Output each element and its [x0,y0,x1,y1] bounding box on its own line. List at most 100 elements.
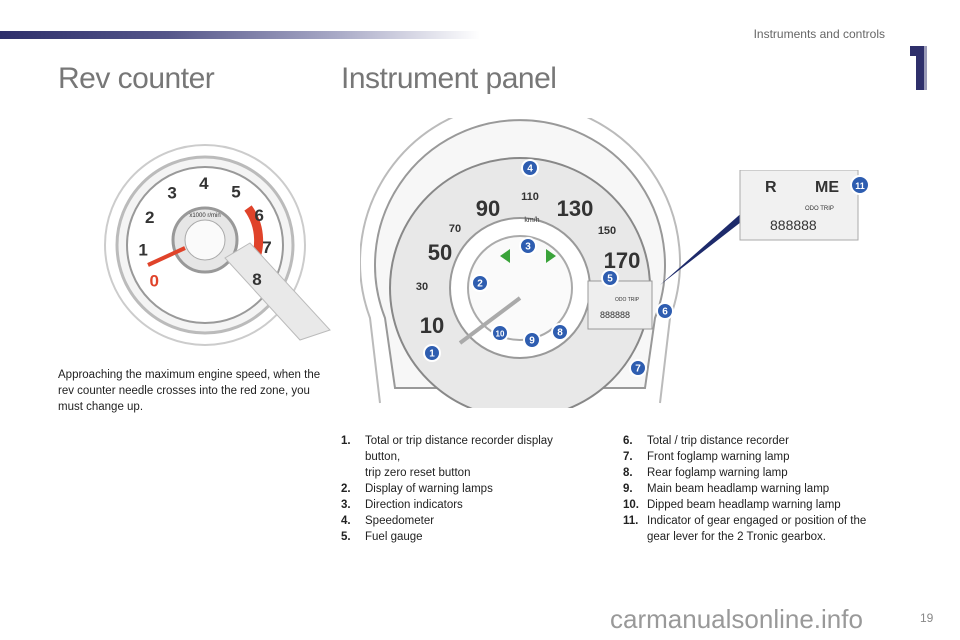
legend-item: 2. Display of warning lamps [341,481,601,497]
speed-unit: km/h [524,217,539,224]
speed-tick-label: 130 [557,196,594,221]
legend-text: Main beam headlamp warning lamp [647,481,829,497]
callout-marker [551,323,569,341]
page-number: 19 [920,611,934,625]
legend-item: 1. Total or trip distance recorder displa… [341,433,601,481]
speed-tick-label: 150 [598,225,616,237]
callout-marker [521,159,539,177]
callout-10: 10 [496,330,505,339]
inset-digits: 888888 [770,217,817,233]
legend-item: 10. Dipped beam headlamp warning lamp [623,497,913,513]
speed-tick-label: 10 [420,313,444,338]
legend-number: 11. [623,515,639,527]
callout-4: 4 [527,164,533,175]
gear-display-inset: R ME ODO TRIP 888888 11 [660,170,870,285]
chapter-number-badge [910,46,927,90]
legend-number: 10. [623,499,639,511]
rev-counter-title: Rev counter [58,62,215,95]
legend-item: 4. Speedometer [341,513,601,529]
legend-left: 1. Total or trip distance recorder displa… [341,433,601,545]
legend-number: 8. [623,467,633,479]
header-gradient-bar [0,31,480,39]
rev-counter-description: Approaching the maximum engine speed, wh… [58,369,321,413]
legend-number: 4. [341,515,351,527]
legend-line: Speedometer [365,515,435,527]
rev-dial-number: 7 [262,238,271,257]
inset-odo-trip: ODO TRIP [805,206,834,212]
legend-number: 9. [623,483,633,495]
legend-number: 7. [623,451,633,463]
legend-text: Front foglamp warning lamp [647,449,790,465]
callout-marker [471,274,489,292]
legend-right: 6.Total / trip distance recorder 7. Front … [623,433,913,545]
legend-number: 2. [341,483,351,495]
callout-5: 5 [607,274,613,285]
speed-tick-label: 30 [416,281,428,293]
callout-marker [519,237,537,255]
legend-item: 3.Direction indicators [341,497,601,513]
legend-text: Total / trip distance recorder [647,433,789,449]
legend-text: Fuel gauge [365,529,423,545]
rev-dial-number: 5 [231,182,240,201]
rev-dial-number: 2 [145,208,154,227]
legend-item: 6.Total / trip distance recorder [623,433,913,449]
legend-text: Dipped beam headlamp warning lamp [647,497,841,513]
instrument-panel-title: Instrument panel [341,62,557,95]
speed-tick-label: 110 [521,191,539,203]
legend-item: 9. Main beam headlamp warning lamp [623,481,913,497]
legend-text: Direction indicators [365,497,463,513]
legend-line: Total / trip distance recorder [647,435,789,447]
legend-line: trip zero reset button [365,467,471,479]
callout-marker [491,324,509,342]
legend-item: 7. Front foglamp warning lamp [623,449,913,465]
rev-dial-number: 4 [199,174,209,193]
legend-number: 5. [341,531,351,543]
speed-tick-label: 70 [449,223,461,235]
legend-line: Front foglamp warning lamp [647,451,790,463]
callout-8: 8 [557,328,563,339]
watermark: carmanualsonline.info [610,604,863,634]
callout-7: 7 [635,364,641,375]
callout-2: 2 [477,279,483,290]
legend-text: Total or trip distance recorder display b… [365,433,553,481]
callout-marker [629,359,647,377]
legend-item: 5. Fuel gauge [341,529,601,545]
speed-tick-label: 90 [476,196,500,221]
display-digits: 888888 [600,310,630,320]
callout-6: 6 [662,307,668,318]
rev-dial-label: x1000 r/min [189,213,220,219]
legend-line: button, [365,451,401,463]
gear-me: ME [815,179,839,196]
callout-9: 9 [529,336,535,347]
legend-text: Speedometer [365,513,434,529]
legend-line: Fuel gauge [365,531,423,543]
rev-dial-number: 1 [138,240,147,259]
legend-line: Dipped beam headlamp warning lamp [647,499,841,511]
legend-line: Rear foglamp warning lamp [647,467,788,479]
legend-line: Main beam headlamp warning lamp [647,483,830,495]
rev-dial-number: 6 [254,206,263,225]
speed-tick-label: 170 [604,248,641,273]
callout-marker [423,344,441,362]
legend-text: Rear foglamp warning lamp [647,465,788,481]
section-title: Instruments and controls [753,27,885,41]
legend-line: Display of warning lamps [365,483,493,495]
callout-1: 1 [429,349,435,360]
legend-line: Direction indicators [365,499,463,511]
rev-dial-number: 8 [252,270,261,289]
legend-line: Total or trip distance recorder display [365,435,553,447]
gear-r: R [765,179,777,196]
legend-number: 1. [341,435,351,447]
callout-marker [523,331,541,349]
speed-tick-label: 50 [428,240,452,265]
rev-dial-number: 0 [149,272,158,291]
display-odo-trip: ODO TRIP [615,297,640,303]
callout-marker [656,302,674,320]
legend-text: Display of warning lamps [365,481,493,497]
legend-text: Indicator of gear engaged or position of… [647,513,866,545]
legend-line: Indicator of gear engaged or position of… [647,515,867,527]
legend-item: 11. Indicator of gear engaged or position… [623,513,913,545]
callout-11: 11 [855,181,865,191]
